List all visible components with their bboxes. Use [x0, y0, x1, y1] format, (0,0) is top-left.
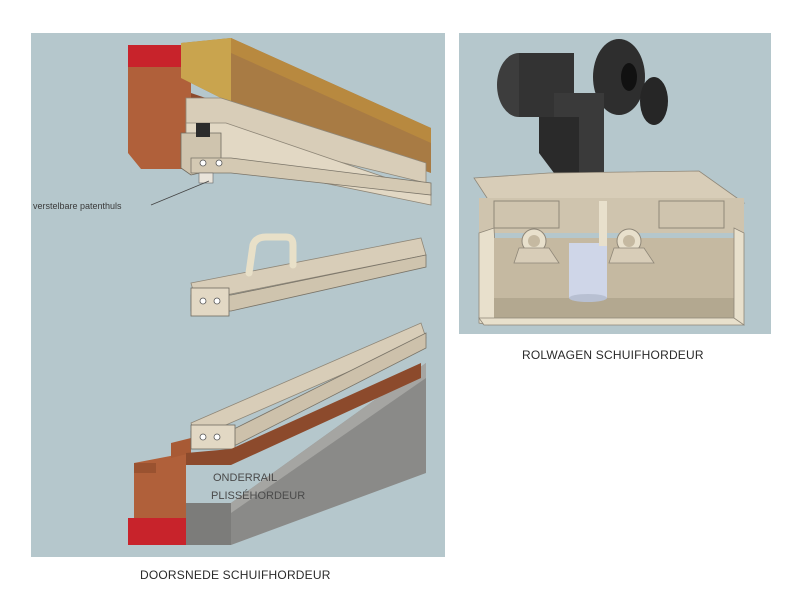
- pivot-pin: [569, 243, 607, 298]
- roller-wheel-right: [593, 39, 645, 115]
- cross-section-illustration: verstelbare patenthuls ONDERRAIL PLISSÉH…: [33, 38, 432, 545]
- callout-label: verstelbare patenthuls: [33, 201, 122, 211]
- top-beam: [181, 38, 431, 173]
- roller-carriage-panel: [459, 33, 771, 334]
- overlay-label-line2: PLISSÉHORDEUR: [211, 489, 305, 502]
- track-top-plate: [473, 170, 746, 204]
- callout-leader: [150, 180, 210, 206]
- caption-roller-carriage: ROLWAGEN SCHUIFHORDEUR: [522, 348, 704, 362]
- red-end-bottom: [128, 518, 186, 545]
- handle: [245, 233, 297, 277]
- wood-header-front: [128, 67, 191, 169]
- overlay-label-line1: ONDERRAIL: [213, 472, 277, 484]
- cross-section-panel: verstelbare patenthuls ONDERRAIL PLISSÉH…: [31, 33, 445, 557]
- roller-carriage-illustration: [473, 39, 746, 326]
- caption-cross-section: DOORSNEDE SCHUIFHORDEUR: [140, 568, 331, 582]
